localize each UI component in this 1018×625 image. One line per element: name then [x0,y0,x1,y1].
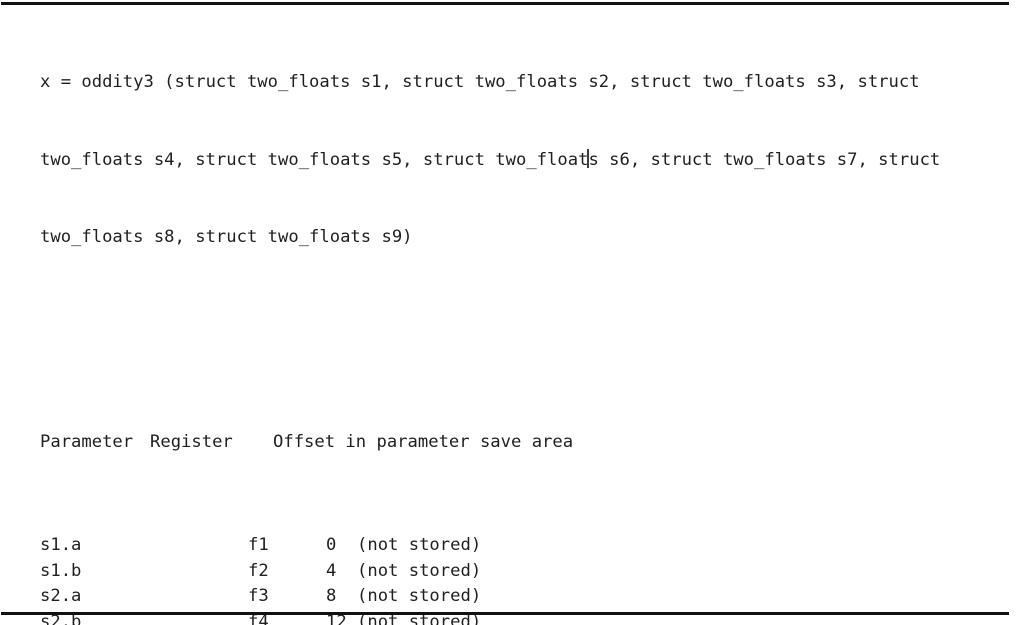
cell-register: f4 [248,612,269,625]
top-rule [1,2,1009,5]
table-row: s2.a f3 8 (not stored) [40,584,1000,610]
cell-note: (not stored) [357,586,482,607]
text-cursor [587,148,590,168]
table-row: s2.b f4 12 (not stored) [40,610,1000,625]
cell-offset: 0 [326,534,337,555]
function-signature-part-1: x = oddity3 (struct two_floats s1, struc… [40,72,920,93]
function-signature-part-2b: s s6, struct two_floats s7, struct [588,149,941,170]
cell-parameter: s1.a [40,534,82,555]
bottom-rule [1,612,1009,615]
text-content-area[interactable]: x = oddity3 (struct two_floats s1, struc… [40,19,1000,625]
code-line-3: two_floats s8, struct two_floats s9) [40,225,1000,251]
cell-register: f2 [248,560,269,581]
cell-offset: 4 [326,560,337,581]
cell-parameter: s2.a [40,586,82,607]
cell-register: f1 [248,534,269,555]
column-header-parameter: Parameter [40,432,134,453]
table-row: s1.b f2 4 (not stored) [40,559,1000,585]
cell-parameter: s1.b [40,560,82,581]
code-line-1: x = oddity3 (struct two_floats s1, struc… [40,70,1000,96]
cell-parameter: s2.b [40,612,82,625]
table-row: s1.a f1 0 (not stored) [40,533,1000,559]
function-signature-part-2a: two_floats s4, struct two_floats s5, str… [40,149,589,170]
code-line-2: two_floats s4, struct two_floats s5, str… [40,148,1000,174]
cell-offset: 8 [326,586,337,607]
cell-note: (not stored) [357,612,482,625]
cell-offset: 12 [326,612,347,625]
blank-line [40,327,1000,353]
cell-register: f3 [248,586,269,607]
column-header-register: Register [150,432,233,453]
cell-note: (not stored) [357,560,482,581]
table-header-row: Parameter Register Offset in parameter s… [40,430,1000,456]
cell-note: (not stored) [357,534,482,555]
column-header-offset: Offset in parameter save area [273,432,574,453]
function-signature-part-3: two_floats s8, struct two_floats s9) [40,226,413,247]
